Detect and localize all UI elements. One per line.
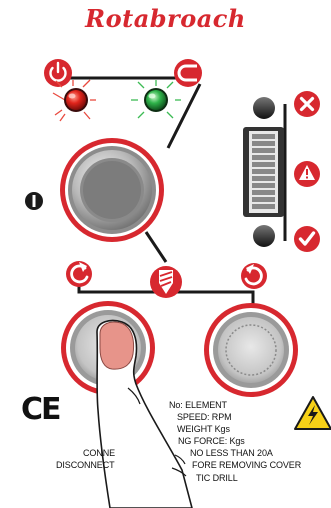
magnet-switch-button[interactable]: [60, 138, 164, 242]
plate-remove-cover: FORE REMOVING COVER: [192, 460, 301, 470]
plate-weight: WEIGHT Kgs: [177, 424, 230, 434]
level-indicator: [243, 97, 284, 247]
plate-disconnect: DISCONNECT: [56, 460, 115, 470]
x-icon: [294, 91, 320, 117]
rotate-clockwise-icon: [66, 261, 92, 287]
ce-mark: CE: [21, 392, 60, 427]
plate-fuse: NO LESS THAN 20A: [190, 448, 273, 458]
plate-drill-type: TIC DRILL: [196, 473, 238, 483]
motor-stop-button[interactable]: [204, 303, 298, 397]
check-icon: [294, 226, 320, 252]
plate-speed: SPEED: RPM: [177, 412, 232, 422]
plate-connect: CONNE: [83, 448, 115, 458]
magnet-led: [131, 80, 181, 118]
rotate-counterclockwise-icon: [241, 263, 267, 289]
plate-magnet-force: NG FORCE: Kgs: [178, 436, 245, 446]
drill-bit-icon: [150, 266, 182, 298]
warning-triangle-icon: [294, 161, 320, 187]
indicator-icon: [25, 192, 43, 210]
electric-hazard-icon: [295, 397, 331, 429]
magnet-icon: [174, 59, 202, 87]
plate-element-no: No: ELEMENT: [169, 400, 227, 410]
